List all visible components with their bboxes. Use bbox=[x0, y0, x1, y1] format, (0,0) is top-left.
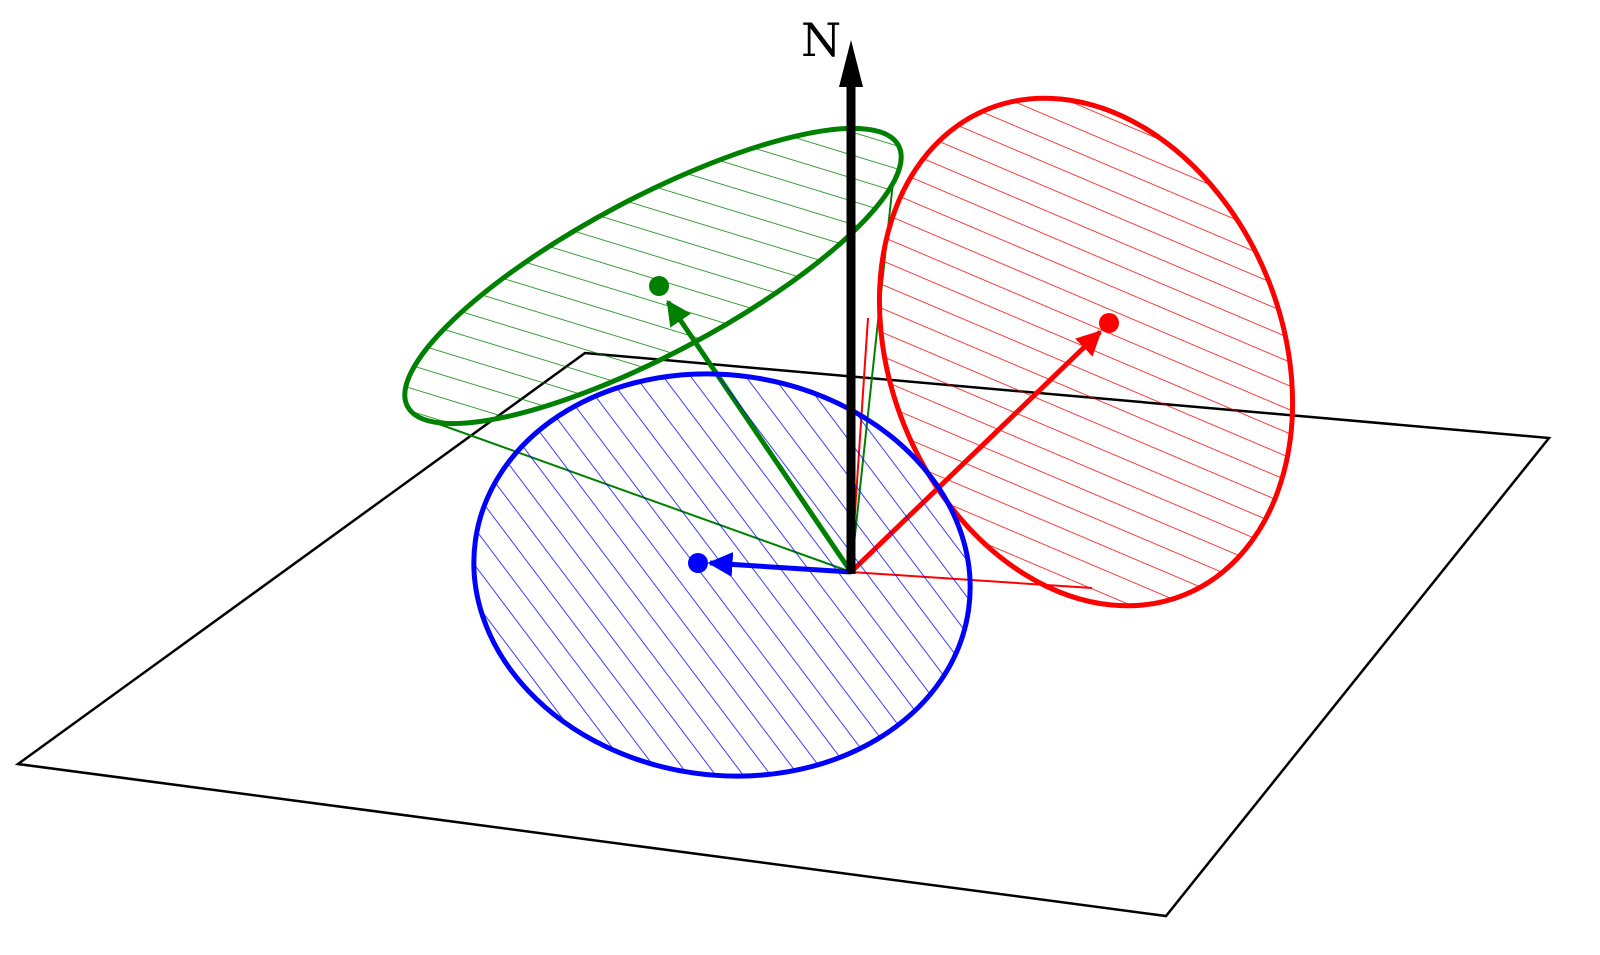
tangent-plane bbox=[14, 351, 1552, 918]
blue-cone bbox=[471, 371, 973, 779]
normal-arrowhead bbox=[839, 40, 863, 87]
red-cone bbox=[849, 95, 1296, 609]
green-ellipse bbox=[402, 125, 904, 427]
normal-label: N bbox=[801, 13, 841, 67]
normal-vector: N bbox=[801, 13, 863, 574]
blue-arrow bbox=[707, 551, 852, 577]
blue-point bbox=[688, 553, 708, 573]
red-point bbox=[1099, 313, 1119, 333]
green-point bbox=[649, 276, 669, 296]
